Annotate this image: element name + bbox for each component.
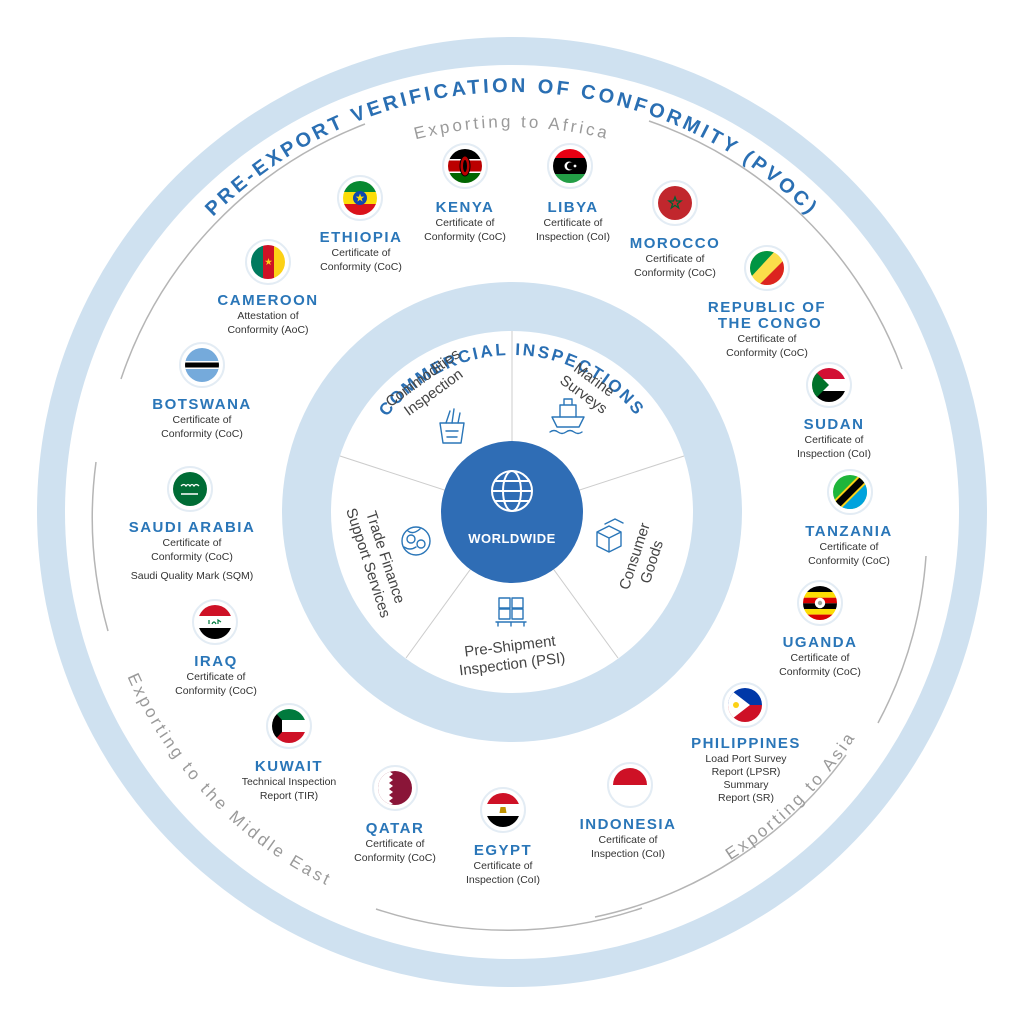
country-desc: Summary [724,779,770,791]
country-name: THE CONGO [718,315,822,332]
country-desc: Certificate of [187,671,246,683]
kuwait-flag-icon [266,703,312,749]
country-name: INDONESIA [580,816,677,833]
country-iraq: IRAQ Certificate of Conformity (CoC) [175,653,257,697]
country-desc: Report (LPSR) [712,766,781,778]
congo-flag-icon [744,245,790,291]
country-name: MOROCCO [630,235,721,252]
country-desc: Certificate of [599,834,658,846]
country-kuwait: KUWAIT Technical Inspection Report (TIR) [242,758,337,802]
country-name: TANZANIA [805,523,893,540]
country-desc: Conformity (CoC) [634,267,716,279]
iraq-flag-icon [192,599,238,645]
country-name: UGANDA [783,634,858,651]
country-desc: Certificate of [366,838,425,850]
country-qatar: QATAR Certificate of Conformity (CoC) [354,820,436,864]
country-morocco: MOROCCO Certificate of Conformity (CoC) [630,235,721,279]
country-desc: Certificate of [791,652,850,664]
country-desc: Conformity (CoC) [726,347,808,359]
country-desc: Certificate of [474,860,533,872]
country-desc: Saudi Quality Mark (SQM) [131,570,254,582]
egypt-flag-icon [480,787,526,833]
country-desc: Conformity (CoC) [808,555,890,567]
pallet-boxes-icon [495,597,527,627]
boxes-icon [596,518,624,553]
sudan-flag-icon [806,362,852,408]
country-name: QATAR [366,820,425,837]
country-egypt: EGYPT Certificate of Inspection (CoI) [466,842,540,886]
country-tanzania: TANZANIA Certificate of Conformity (CoC) [805,523,893,567]
country-desc: Certificate of [646,253,705,265]
country-name: SAUDI ARABIA [129,519,256,536]
country-indonesia: INDONESIA Certificate of Inspection (CoI… [580,816,677,860]
country-desc: Inspection (CoI) [536,231,610,243]
country-desc: Inspection (CoI) [591,848,665,860]
country-desc: Certificate of [163,537,222,549]
country-desc: Technical Inspection [242,776,337,788]
indonesia-flag-icon [607,762,653,808]
country-desc: Conformity (CoC) [354,852,436,864]
country-botswana: BOTSWANA Certificate of Conformity (CoC) [152,396,252,440]
country-philippines: PHILIPPINES Load Port Survey Report (LPS… [691,735,801,804]
country-name: LIBYA [547,199,598,216]
country-desc: Certificate of [436,217,495,229]
country-desc: Inspection (CoI) [797,448,871,460]
country-congo: REPUBLIC OF THE CONGO Certificate of Con… [708,299,826,359]
country-desc: Conformity (AoC) [227,324,308,336]
botswana-flag-icon [179,342,225,388]
tanzania-flag-icon [827,469,873,515]
wheat-bag-icon [439,408,465,444]
country-desc: Conformity (CoC) [151,551,233,563]
ethiopia-flag-icon [337,175,383,221]
uganda-flag-icon [797,580,843,626]
country-name: KUWAIT [255,758,323,775]
country-libya: LIBYA Certificate of Inspection (CoI) [536,199,610,243]
country-name: REPUBLIC OF [708,299,826,316]
country-cameroon: CAMEROON Attestation of Conformity (AoC) [217,292,318,336]
country-desc: Certificate of [738,333,797,345]
saudi-arabia-flag-icon [167,466,213,512]
country-uganda: UGANDA Certificate of Conformity (CoC) [779,634,861,678]
country-desc: Conformity (CoC) [424,231,506,243]
libya-flag-icon [547,143,593,189]
finance-globe-icon [401,526,431,556]
philippines-flag-icon [722,682,768,728]
kenya-flag-icon [442,143,488,189]
country-desc: Certificate of [820,541,879,553]
country-name: CAMEROON [217,292,318,309]
country-name: BOTSWANA [152,396,252,413]
country-name: ETHIOPIA [320,229,403,246]
country-desc: Conformity (CoC) [161,428,243,440]
country-desc: Attestation of [237,310,298,322]
country-desc: Conformity (CoC) [779,666,861,678]
country-name: PHILIPPINES [691,735,801,752]
cameroon-flag-icon [245,239,291,285]
country-desc: Conformity (CoC) [320,261,402,273]
country-desc: Certificate of [544,217,603,229]
country-desc: Report (TIR) [260,790,318,802]
country-desc: Certificate of [173,414,232,426]
country-desc: Certificate of [805,434,864,446]
country-desc: Certificate of [332,247,391,259]
country-name: IRAQ [194,653,238,670]
country-sudan: SUDAN Certificate of Inspection (CoI) [797,416,871,460]
ship-icon [549,398,585,435]
country-ethiopia: ETHIOPIA Certificate of Conformity (CoC) [320,229,403,273]
country-desc: Conformity (CoC) [175,685,257,697]
country-saudi-arabia: SAUDI ARABIA Certificate of Conformity (… [129,519,256,582]
globe-icon [491,470,533,512]
country-kenya: KENYA Certificate of Conformity (CoC) [424,199,506,243]
qatar-flag-icon [372,765,418,811]
morocco-flag-icon [652,180,698,226]
worldwide-label: WORLDWIDE [468,531,556,546]
country-desc: Inspection (CoI) [466,874,540,886]
country-name: EGYPT [474,842,532,859]
country-desc: Report (SR) [718,792,774,804]
country-name: SUDAN [804,416,865,433]
country-desc: Load Port Survey [705,753,787,765]
country-name: KENYA [436,199,495,216]
region-divider-arcs [91,120,927,931]
